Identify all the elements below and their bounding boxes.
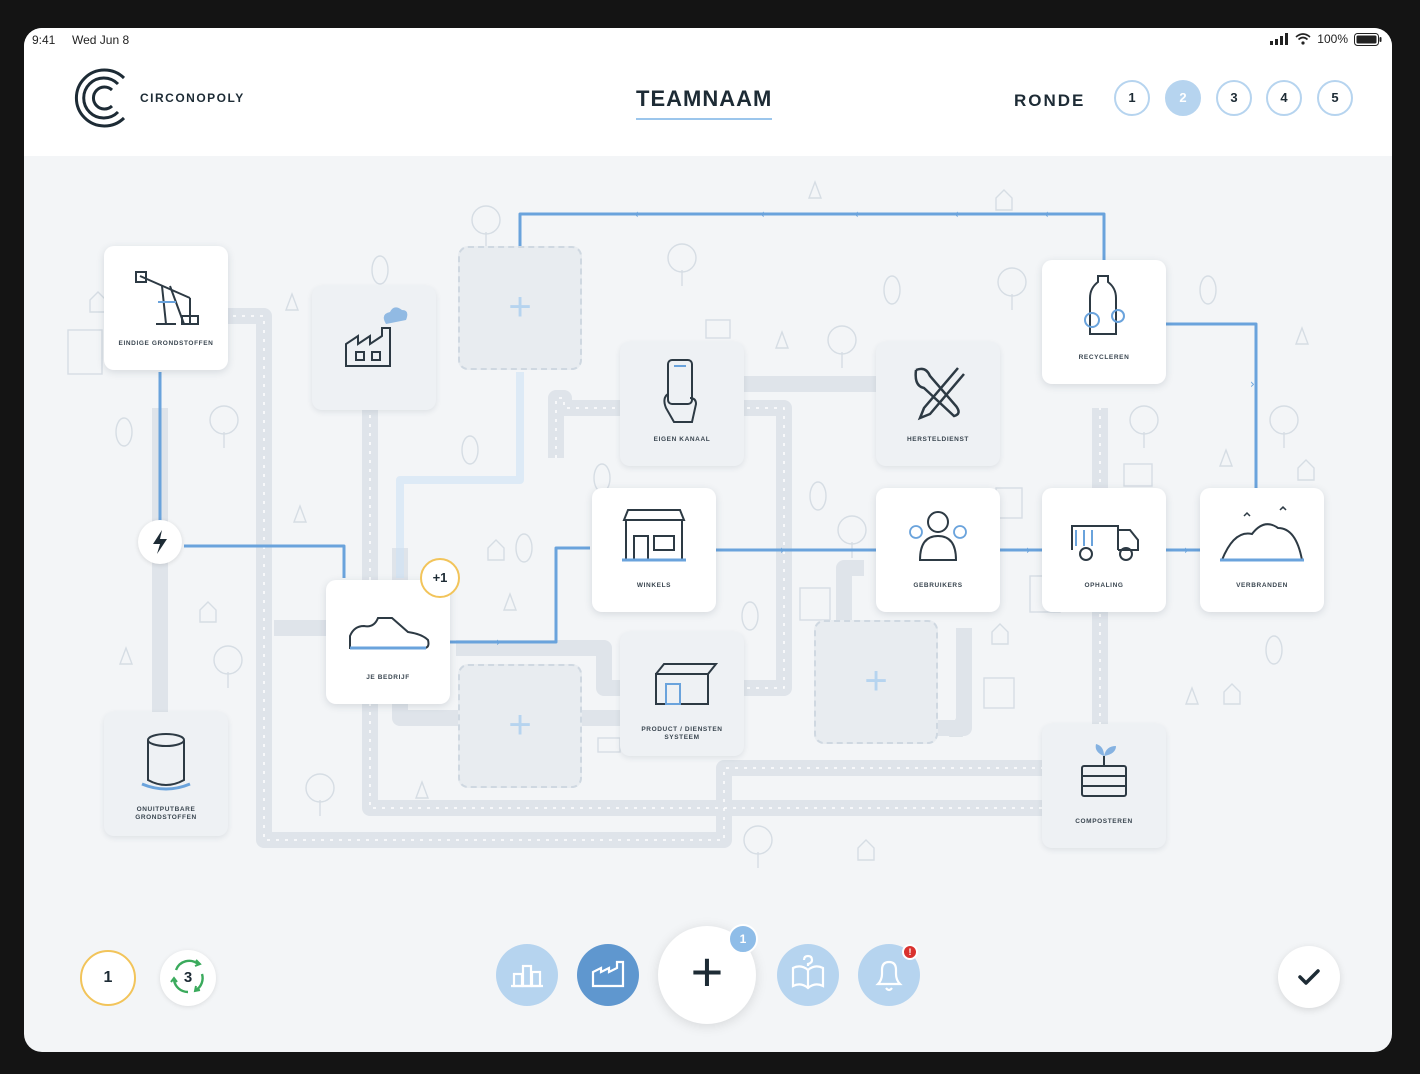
svg-text:‹: ‹ [634,207,639,221]
shop-icon [622,509,686,562]
svg-text:›: › [1184,543,1189,557]
circonopoly-logo-icon [74,68,126,128]
card-eigen-kanaal[interactable]: EIGEN KANAAL [620,342,744,466]
status-bar: 9:41 Wed Jun 8 100% [24,28,1392,52]
card-hersteldienst[interactable]: HERSTELDIENST [876,342,1000,466]
card-verbranden[interactable]: VERBRANDEN [1200,488,1324,612]
battery-icon [1354,32,1382,46]
factory-button[interactable] [577,944,639,1006]
plus-icon: + [508,703,532,747]
coin-counter[interactable]: 1 [80,950,136,1006]
card-je-bedrijf[interactable]: JE BEDRIJF [326,580,450,704]
notification-alert-badge: ! [902,944,918,960]
card-recycleren[interactable]: RECYCLEREN [1042,260,1166,384]
factory-icon [345,307,408,367]
round-4-button[interactable]: 4 [1266,80,1302,116]
logo: CIRCONOPOLY [72,64,245,132]
svg-text:›: › [1026,543,1031,557]
team-name[interactable]: TEAMNAAM [636,86,773,120]
card-label: VERBRANDEN [1236,582,1288,589]
card-label: EINDIGE GRONDSTOFFEN [118,340,214,347]
garbage-truck-icon [1071,525,1139,561]
status-date: Wed Jun 8 [72,33,130,47]
empty-slot-top[interactable]: + [458,246,582,370]
signal-icon [1270,33,1289,45]
card-ophaling[interactable]: OPHALING [1042,488,1166,612]
scenery [67,180,1315,868]
recycle-arrows-icon [170,959,204,994]
empty-slot-bottom-left[interactable]: + [458,664,582,788]
bottle-gears-icon [1084,275,1125,335]
card-label: PRODUCT / DIENSTEN SYSTEEM [641,726,723,741]
status-time: 9:41 [32,33,56,47]
checkmark-icon [1298,969,1320,985]
bell-icon [875,960,903,992]
card-label: ONUITPUTBARE GRONDSTOFFEN [135,806,197,821]
svg-text:‹: ‹ [954,207,959,221]
users-icon [909,511,967,561]
logo-text: CIRCONOPOLY [140,91,245,105]
lightning-icon [153,529,167,554]
card-label: GEBRUIKERS [913,582,963,589]
battery-percentage: 100% [1317,32,1348,46]
card-label: OPHALING [1084,582,1124,589]
confirm-button[interactable] [1278,946,1340,1008]
circularity-counter[interactable]: 3 [160,950,216,1006]
card-fabriek[interactable] [312,286,436,410]
plus-icon: + [864,659,888,703]
energy-node [138,520,182,564]
guide-button[interactable] [777,944,839,1006]
card-onuitputbare-grondstoffen[interactable]: ONUITPUTBARE GRONDSTOFFEN [104,712,228,836]
card-label: EIGEN KANAAL [653,436,711,443]
stats-button[interactable] [496,944,558,1006]
card-label: RECYCLEREN [1078,354,1130,361]
round-2-button[interactable]: 2 [1165,80,1201,116]
round-3-button[interactable]: 3 [1216,80,1252,116]
svg-text:›: › [1250,377,1255,391]
empty-slot-bottom-right[interactable]: + [814,620,938,744]
smartphone-hand-icon [663,359,698,423]
bonus-coin-badge: +1 [420,558,460,598]
round-5-button[interactable]: 5 [1317,80,1353,116]
svg-text:‹: ‹ [1044,207,1049,221]
card-eindige-grondstoffen[interactable]: EINDIGE GRONDSTOFFEN [104,246,228,370]
round-1-button[interactable]: 1 [1114,80,1150,116]
svg-text:›: › [496,635,501,649]
svg-text:›: › [780,543,785,557]
card-gebruikers[interactable]: GEBRUIKERS [876,488,1000,612]
bar-chart-icon [511,964,543,988]
app-header: CIRCONOPOLY TEAMNAAM RONDE 1 2 3 4 5 [24,52,1392,156]
ipad-screen: 9:41 Wed Jun 8 100% CIRCONOPOLY TEAMNAAM… [24,28,1392,1052]
card-product-diensten-systeem[interactable]: PRODUCT / DIENSTEN SYSTEEM [620,632,744,756]
card-winkels[interactable]: WINKELS [592,488,716,612]
svg-text:‹: ‹ [760,207,765,221]
card-composteren[interactable]: COMPOSTEREN [1042,724,1166,848]
cycle-count: 3 [183,969,193,986]
card-label: COMPOSTEREN [1075,818,1133,825]
card-label: WINKELS [636,582,672,589]
tree-stump-icon [141,733,191,791]
wrench-screwdriver-icon [914,367,965,421]
add-count-badge: 1 [728,924,758,954]
compost-bin-icon [1081,744,1127,797]
product-service-box-icon [655,663,719,705]
pumpjack-icon [135,271,199,325]
factory-icon [591,960,625,988]
sneaker-icon [349,617,430,650]
card-label: HERSTELDIENST [907,436,969,443]
plus-icon: + [508,285,532,329]
wifi-icon [1295,33,1311,45]
svg-text:‹: ‹ [854,207,859,221]
question-book-icon [791,954,825,990]
card-label: JE BEDRIJF [366,674,410,681]
round-label: RONDE [1014,91,1086,110]
landfill-icon [1220,505,1304,562]
